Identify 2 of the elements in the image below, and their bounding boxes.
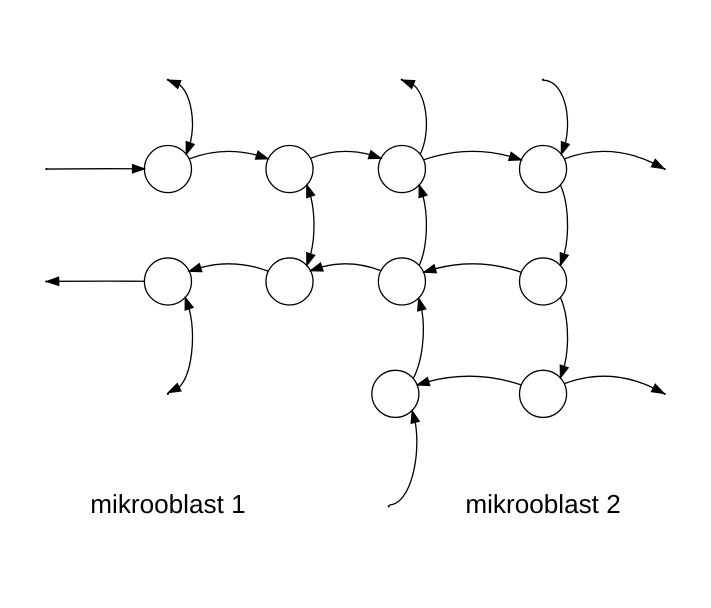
label: mikrooblast 1	[90, 488, 246, 518]
label: mikrooblast 2	[465, 488, 621, 518]
